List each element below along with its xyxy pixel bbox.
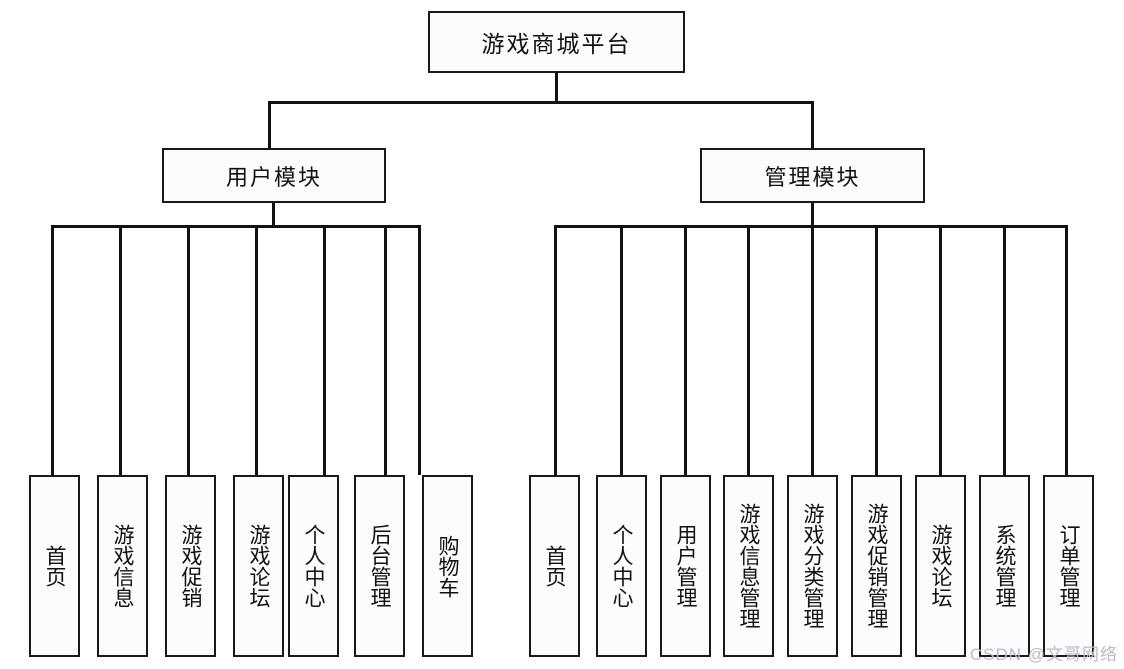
connector-drop-admin-leaf-2 [620,225,623,475]
connector-drop-admin-leaf-6 [875,225,878,475]
node-root-platform-label: 游戏商城平台 [481,32,632,57]
node-leaf-admin-7-label: 游戏论坛 [929,524,954,608]
node-leaf-admin-3[interactable]: 用户管理 [660,475,711,657]
node-leaf-admin-1-label: 首页 [543,545,568,587]
connector-drop-user-leaf-5 [323,225,326,475]
connector-drop-admin-leaf-7 [939,225,942,475]
node-user-module-label: 用户模块 [225,164,322,190]
csdn-watermark: CSDN @文哥网络 [969,645,1118,664]
node-leaf-admin-5[interactable]: 游戏分类管理 [787,475,838,657]
node-user-module[interactable]: 用户模块 [162,148,386,203]
connector-drop-user-leaf-1 [51,225,54,475]
node-leaf-admin-9[interactable]: 订单管理 [1043,475,1094,657]
node-leaf-user-7-label: 购物车 [436,534,461,598]
connector-drop-user-leaf-4 [255,225,258,475]
connector-drop-admin-leaf-4 [747,225,750,475]
node-leaf-user-4[interactable]: 游戏论坛 [233,475,284,657]
connector-level1-bus [268,101,814,104]
node-leaf-admin-5-label: 游戏分类管理 [801,503,826,629]
node-root-platform[interactable]: 游戏商城平台 [428,11,685,73]
connector-drop-user-leaf-2 [119,225,122,475]
connector-drop-user-leaf-6 [384,225,387,475]
node-leaf-user-6-label: 后台管理 [368,524,393,608]
connector-drop-admin-leaf-3 [684,225,687,475]
connector-drop-admin-leaf-1 [554,225,557,475]
node-leaf-user-1-label: 首页 [43,545,68,587]
node-leaf-user-5[interactable]: 个人中心 [288,475,339,657]
connector-drop-user-module [268,101,271,148]
connector-admin-module-stem [811,203,814,227]
node-leaf-user-6[interactable]: 后台管理 [354,475,405,657]
node-leaf-admin-9-label: 订单管理 [1057,524,1082,608]
node-leaf-admin-4[interactable]: 游戏信息管理 [723,475,774,657]
node-leaf-user-7[interactable]: 购物车 [422,475,473,657]
node-leaf-user-4-label: 游戏论坛 [247,524,272,608]
node-leaf-admin-3-label: 用户管理 [674,524,699,608]
node-leaf-user-2-label: 游戏信息 [111,524,136,608]
node-leaf-user-1[interactable]: 首页 [29,475,80,657]
connector-drop-admin-leaf-9 [1065,225,1068,475]
node-leaf-user-5-label: 个人中心 [302,524,327,608]
node-leaf-admin-2-label: 个人中心 [610,524,635,608]
connector-drop-admin-module [811,101,814,148]
node-admin-module-label: 管理模块 [764,164,861,190]
node-leaf-user-3[interactable]: 游戏促销 [165,475,216,657]
node-leaf-user-3-label: 游戏促销 [179,524,204,608]
node-leaf-admin-7[interactable]: 游戏论坛 [915,475,966,657]
connector-user-leaf-bus [51,225,421,228]
node-leaf-admin-8[interactable]: 系统管理 [979,475,1030,657]
node-leaf-admin-6[interactable]: 游戏促销管理 [851,475,902,657]
node-leaf-admin-2[interactable]: 个人中心 [596,475,647,657]
connector-drop-user-leaf-3 [187,225,190,475]
node-leaf-user-2[interactable]: 游戏信息 [97,475,148,657]
connector-drop-user-leaf-7 [418,225,421,475]
connector-root-stem [555,73,558,103]
node-leaf-admin-1[interactable]: 首页 [529,475,580,657]
node-leaf-admin-8-label: 系统管理 [993,524,1018,608]
node-admin-module[interactable]: 管理模块 [700,148,925,203]
node-leaf-admin-6-label: 游戏促销管理 [865,503,890,629]
connector-user-module-stem [272,203,275,227]
node-leaf-admin-4-label: 游戏信息管理 [737,503,762,629]
connector-drop-admin-leaf-5 [811,225,814,475]
connector-drop-admin-leaf-8 [1003,225,1006,475]
